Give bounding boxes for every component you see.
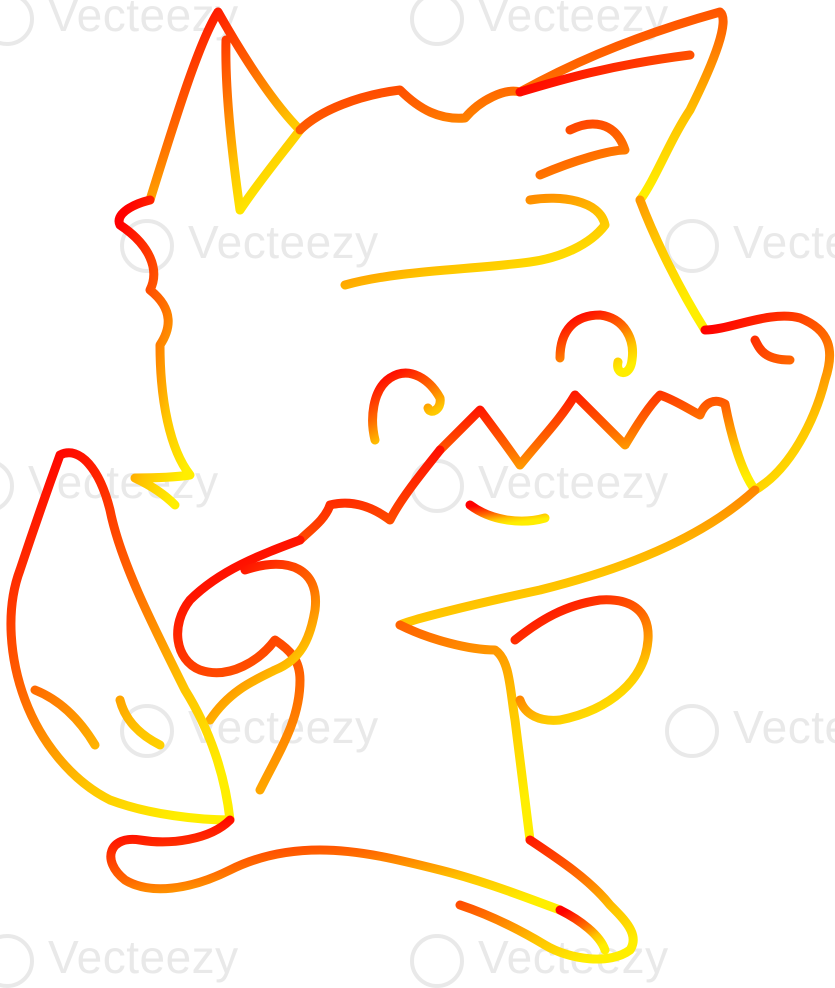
mouth bbox=[465, 500, 550, 526]
left-eye bbox=[368, 368, 445, 445]
front-leg bbox=[455, 835, 638, 964]
left-ear bbox=[145, 7, 305, 215]
snout bbox=[700, 311, 835, 495]
head-left bbox=[114, 195, 195, 510]
cheek-fur bbox=[435, 390, 760, 495]
lower-face bbox=[295, 445, 760, 630]
left-arm bbox=[205, 559, 321, 725]
right-eye bbox=[555, 310, 638, 378]
head-fur bbox=[340, 119, 630, 290]
head-top bbox=[295, 7, 728, 205]
foot bbox=[555, 905, 610, 955]
tail bbox=[6, 448, 235, 825]
right-ear-inner bbox=[515, 50, 710, 335]
back-leg bbox=[106, 815, 565, 915]
right-arm bbox=[510, 595, 653, 725]
body bbox=[173, 535, 535, 845]
